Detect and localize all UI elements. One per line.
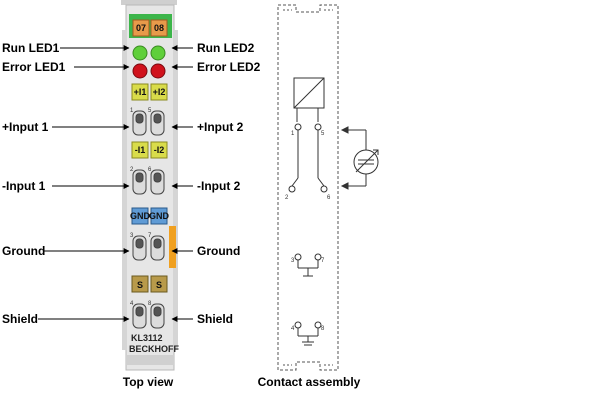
pin-label: 6 (148, 167, 152, 173)
label-minus-input-1: -Input 1 (2, 179, 46, 193)
label-run-led-1: Run LED1 (2, 41, 60, 55)
pin-label: 4 (130, 301, 134, 307)
pin-label: 7 (321, 258, 325, 264)
pin-label: 2 (285, 195, 289, 201)
run-led-1 (132, 45, 148, 61)
contact-pin-numbers: 1 5 2 6 3 7 4 8 (285, 131, 331, 332)
slot-label: +I1 (134, 87, 147, 97)
leader-lines (38, 45, 193, 322)
label-error-led-2: Error LED2 (197, 60, 261, 74)
pin-label: 3 (130, 233, 134, 239)
channel-label-2: 08 (154, 23, 164, 33)
shield-bar (169, 226, 176, 268)
label-ground-left: Ground (2, 244, 45, 258)
pin-label: 8 (321, 326, 325, 332)
error-led-1 (132, 63, 148, 79)
pin-label: 3 (291, 258, 295, 264)
error-led-2 (150, 63, 166, 79)
pin-label: 7 (148, 233, 152, 239)
label-error-led-1: Error LED1 (2, 60, 66, 74)
pin-label: 4 (291, 326, 295, 332)
label-ground-right: Ground (197, 244, 240, 258)
pin-label: 5 (321, 131, 325, 137)
pin-label: 5 (148, 108, 152, 114)
caption-top-view: Top view (123, 375, 174, 389)
pin-label: 6 (327, 195, 331, 201)
label-plus-input-1: +Input 1 (2, 120, 49, 134)
sensor-symbol-icon (340, 126, 379, 190)
pin-label: 1 (130, 108, 134, 114)
pin-label: 8 (148, 301, 152, 307)
slot-label: -I1 (135, 145, 146, 155)
model-label: KL3112 (131, 333, 163, 343)
label-shield-right: Shield (197, 312, 233, 326)
contact-springs (132, 110, 165, 329)
label-run-led-2: Run LED2 (197, 41, 255, 55)
label-plus-input-2: +Input 2 (197, 120, 244, 134)
slot-label: GND (130, 211, 151, 221)
slot-label: S (156, 280, 162, 290)
caption-contact-assembly: Contact assembly (258, 375, 361, 389)
slot-label: S (137, 280, 143, 290)
terminal-module: 07 08 +I1 +I2 -I1 -I2 GND GND S S (121, 0, 179, 371)
contact-assembly (277, 4, 339, 371)
slot-label: GND (149, 211, 170, 221)
slot-label: -I2 (154, 145, 165, 155)
channel-label-1: 07 (136, 23, 146, 33)
brand-label: BECKHOFF (129, 344, 179, 354)
pin-label: 1 (291, 131, 295, 137)
slot-label: +I2 (153, 87, 166, 97)
pin-label: 2 (130, 167, 134, 173)
label-minus-input-2: -Input 2 (197, 179, 241, 193)
label-shield-left: Shield (2, 312, 38, 326)
run-led-2 (150, 45, 166, 61)
